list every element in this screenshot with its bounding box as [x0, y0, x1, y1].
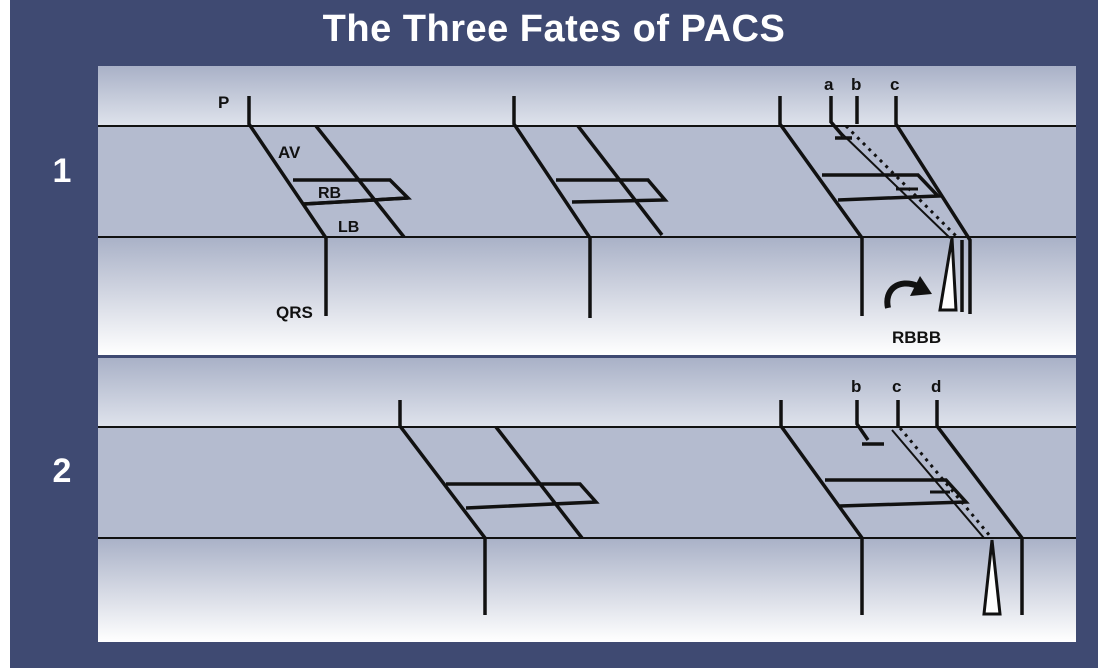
row-2-number: 2: [52, 452, 72, 490]
marker-c: c: [890, 75, 899, 94]
aberrant-qrs-triangle: [982, 539, 1002, 616]
ventricular-band: [98, 538, 1076, 642]
marker-c-path: [894, 96, 972, 314]
branch-block: [825, 478, 970, 508]
branch-block: [556, 178, 669, 204]
conduction-path: [398, 400, 487, 615]
diagram-title: The Three Fates of PACS: [322, 8, 786, 50]
concealed-conduction-dotted: [844, 124, 958, 238]
aberrant-qrs-triangle: [938, 237, 958, 312]
marker-b-path: [835, 127, 951, 239]
label-av: AV: [278, 143, 301, 162]
marker-c-path: [891, 429, 985, 539]
conduction-path: [512, 96, 592, 318]
marker-b: b: [851, 377, 861, 396]
branch-block: [446, 482, 600, 510]
marker-d: d: [931, 377, 941, 396]
conduction-path: [778, 96, 864, 316]
curved-arrow-head-icon: [910, 276, 932, 296]
av-band: [98, 427, 1076, 538]
lb-divider: [303, 196, 409, 206]
label-lb: LB: [338, 219, 359, 236]
panel-row-1: P AV RB LB QRS a b c RBBB: [98, 66, 1076, 355]
ventricular-band: [98, 237, 1076, 355]
label-p: P: [218, 93, 229, 112]
marker-a: a: [824, 75, 834, 94]
label-rb: RB: [318, 185, 341, 202]
marker-b: b: [851, 75, 861, 94]
row-1-number: 1: [52, 152, 72, 190]
conduction-path: [779, 400, 864, 615]
panel-row-2: b c d: [98, 358, 1076, 642]
rbbb-label: RBBB: [892, 328, 941, 347]
curved-arrow-icon: [884, 280, 920, 309]
atrial-band: [98, 66, 1076, 126]
marker-c: c: [892, 377, 901, 396]
branch-block: [822, 173, 942, 202]
atrial-band: [98, 358, 1076, 427]
marker-d-path: [935, 400, 1024, 615]
marker-b-path: [855, 400, 870, 441]
label-qrs: QRS: [276, 303, 313, 322]
conduction-path: [247, 96, 328, 316]
